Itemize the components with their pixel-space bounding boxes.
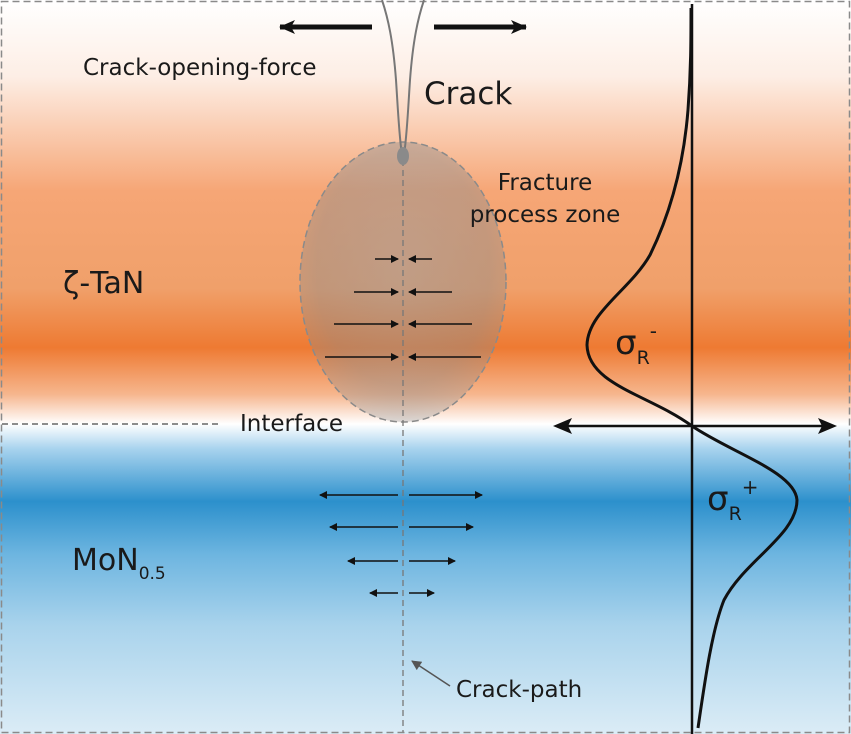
crack-shape bbox=[381, 0, 403, 156]
sigma-subscript: R bbox=[729, 503, 742, 525]
sigma-subscript: R bbox=[637, 347, 650, 369]
sigma-superscript-minus: - bbox=[650, 319, 657, 343]
compressive-arrows bbox=[325, 255, 481, 361]
mon-layer-label-subscript: 0.5 bbox=[139, 564, 166, 584]
interface-label: Interface bbox=[240, 411, 343, 437]
fracture-zone-label-line2: process zone bbox=[470, 202, 621, 228]
stress-axis-arrowhead-left bbox=[553, 418, 572, 434]
crack-path-pointer bbox=[411, 660, 451, 687]
mon-layer bbox=[0, 424, 851, 734]
crack-shape-right bbox=[403, 0, 425, 156]
sigma-compressive-label: σR- bbox=[615, 319, 657, 369]
crack-tip bbox=[397, 147, 409, 165]
mon-layer-label: MoN0.5 bbox=[72, 543, 166, 584]
fracture-zone-label-line1: Fracture bbox=[498, 170, 592, 196]
sigma-symbol: σ bbox=[615, 323, 637, 363]
crack-label: Crack bbox=[424, 76, 512, 112]
sigma-superscript-plus: + bbox=[742, 475, 759, 499]
tan-layer-label: ζ-TaN bbox=[63, 266, 144, 301]
mon-layer-label-main: MoN bbox=[72, 543, 139, 578]
crack-opening-force-label: Crack-opening-force bbox=[83, 55, 316, 81]
tensile-arrows bbox=[319, 491, 483, 597]
residual-stress-curve bbox=[585, 7, 799, 729]
crack-path-label: Crack-path bbox=[456, 677, 582, 703]
stress-axis-arrowhead-right bbox=[818, 418, 837, 434]
sigma-tensile-label: σR+ bbox=[707, 475, 759, 525]
sigma-symbol: σ bbox=[707, 479, 729, 519]
